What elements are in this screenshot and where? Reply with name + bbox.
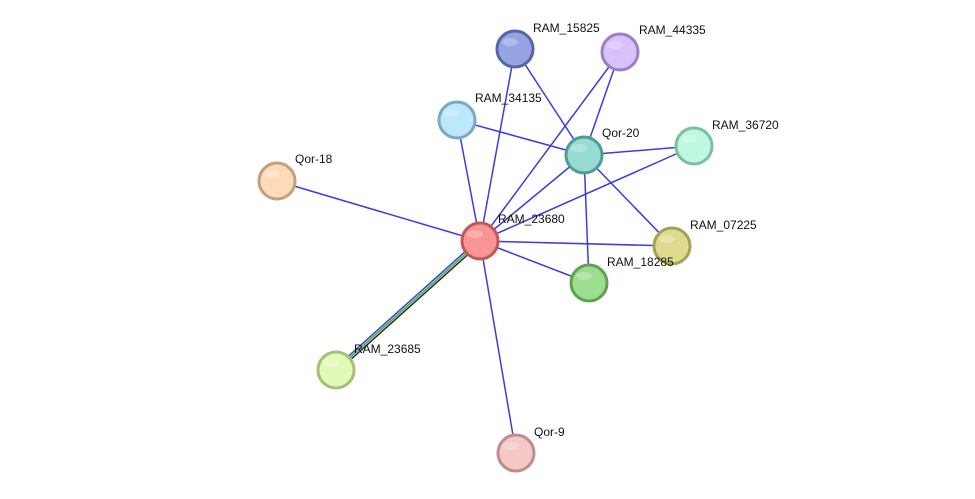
node-label-qor-20: Qor-20 [602, 126, 640, 140]
edge-qor-20-ram-34135 [456, 119, 585, 156]
node-circle[interactable] [674, 126, 714, 166]
edge-line [336, 241, 482, 373]
node-label-ram-36720: RAM_36720 [712, 118, 779, 132]
node-label-ram-23680: RAM_23680 [498, 212, 565, 226]
edge-ram-23680-ram-44335 [479, 51, 621, 242]
node-highlight [264, 170, 280, 178]
edge-line [479, 154, 585, 242]
node-ram-36720[interactable] [674, 126, 714, 166]
edge-ram-23680-qor-9 [479, 240, 517, 454]
node-highlight [571, 144, 587, 152]
node-highlight [681, 135, 697, 143]
node-highlight [323, 359, 339, 367]
edge-line [334, 238, 480, 370]
node-circle[interactable] [460, 221, 500, 261]
node-ram-44335[interactable] [600, 32, 640, 72]
node-ram-18285[interactable] [569, 263, 609, 303]
edge-ram-23680-ram-34135 [456, 119, 481, 242]
edge-qor-20-ram-15825 [514, 48, 585, 156]
edge-line [479, 51, 621, 242]
edge-ram-23680-qor-20 [479, 154, 585, 242]
node-label-qor-9: Qor-9 [534, 425, 565, 439]
edge-line [514, 48, 585, 156]
node-highlight [467, 230, 483, 238]
edge-qor-20-ram-07225 [583, 154, 673, 247]
node-label-ram-18285: RAM_18285 [607, 255, 674, 269]
edge-line [583, 154, 673, 247]
node-highlight [502, 38, 518, 46]
edge-line [479, 240, 517, 454]
edge-line [335, 240, 481, 371]
edge-ram-23680-ram-23685 [334, 238, 482, 373]
edge-line [456, 119, 585, 156]
node-ram-34135[interactable] [437, 100, 477, 140]
node-highlight [444, 109, 460, 117]
edge-ram-23680-ram-15825 [479, 48, 516, 242]
edge-line [276, 180, 481, 242]
node-label-ram-07225: RAM_07225 [690, 218, 757, 232]
node-label-qor-18: Qor-18 [295, 152, 333, 166]
edge-line [479, 48, 516, 242]
node-circle[interactable] [495, 29, 535, 69]
edge-ram-23680-ram-07225 [479, 240, 673, 247]
edge-line [456, 119, 481, 242]
node-circle[interactable] [652, 226, 692, 266]
edge-line [583, 154, 590, 284]
edge-ram-23680-qor-18 [276, 180, 481, 242]
node-qor-9[interactable] [496, 433, 536, 473]
node-ram-15825[interactable] [495, 29, 535, 69]
edge-line [479, 240, 673, 247]
node-highlight [659, 235, 675, 243]
node-highlight [607, 41, 623, 49]
node-highlight [576, 272, 592, 280]
node-qor-20[interactable] [564, 135, 604, 175]
node-circle[interactable] [564, 135, 604, 175]
node-label-ram-44335: RAM_44335 [639, 23, 706, 37]
node-ram-07225[interactable] [652, 226, 692, 266]
node-circle[interactable] [257, 161, 297, 201]
node-circle[interactable] [600, 32, 640, 72]
node-circle[interactable] [496, 433, 536, 473]
node-circle[interactable] [569, 263, 609, 303]
node-qor-18[interactable] [257, 161, 297, 201]
node-ram-23685[interactable] [316, 350, 356, 390]
node-label-ram-15825: RAM_15825 [533, 21, 600, 35]
edge-qor-20-ram-18285 [583, 154, 590, 284]
labels-layer: RAM_23680 RAM_15825 RAM_44335RAM_34135Qor-… [295, 21, 779, 439]
edge-ram-23680-ram-36720 [479, 145, 695, 242]
edge-line [479, 145, 695, 242]
node-circle[interactable] [437, 100, 477, 140]
node-label-ram-34135: RAM_34135 [475, 91, 542, 105]
node-ram-23680[interactable] [460, 221, 500, 261]
node-circle[interactable] [316, 350, 356, 390]
node-label-ram-23685: RAM_23685 [354, 342, 421, 356]
node-highlight [503, 442, 519, 450]
nodes-layer [257, 29, 714, 473]
